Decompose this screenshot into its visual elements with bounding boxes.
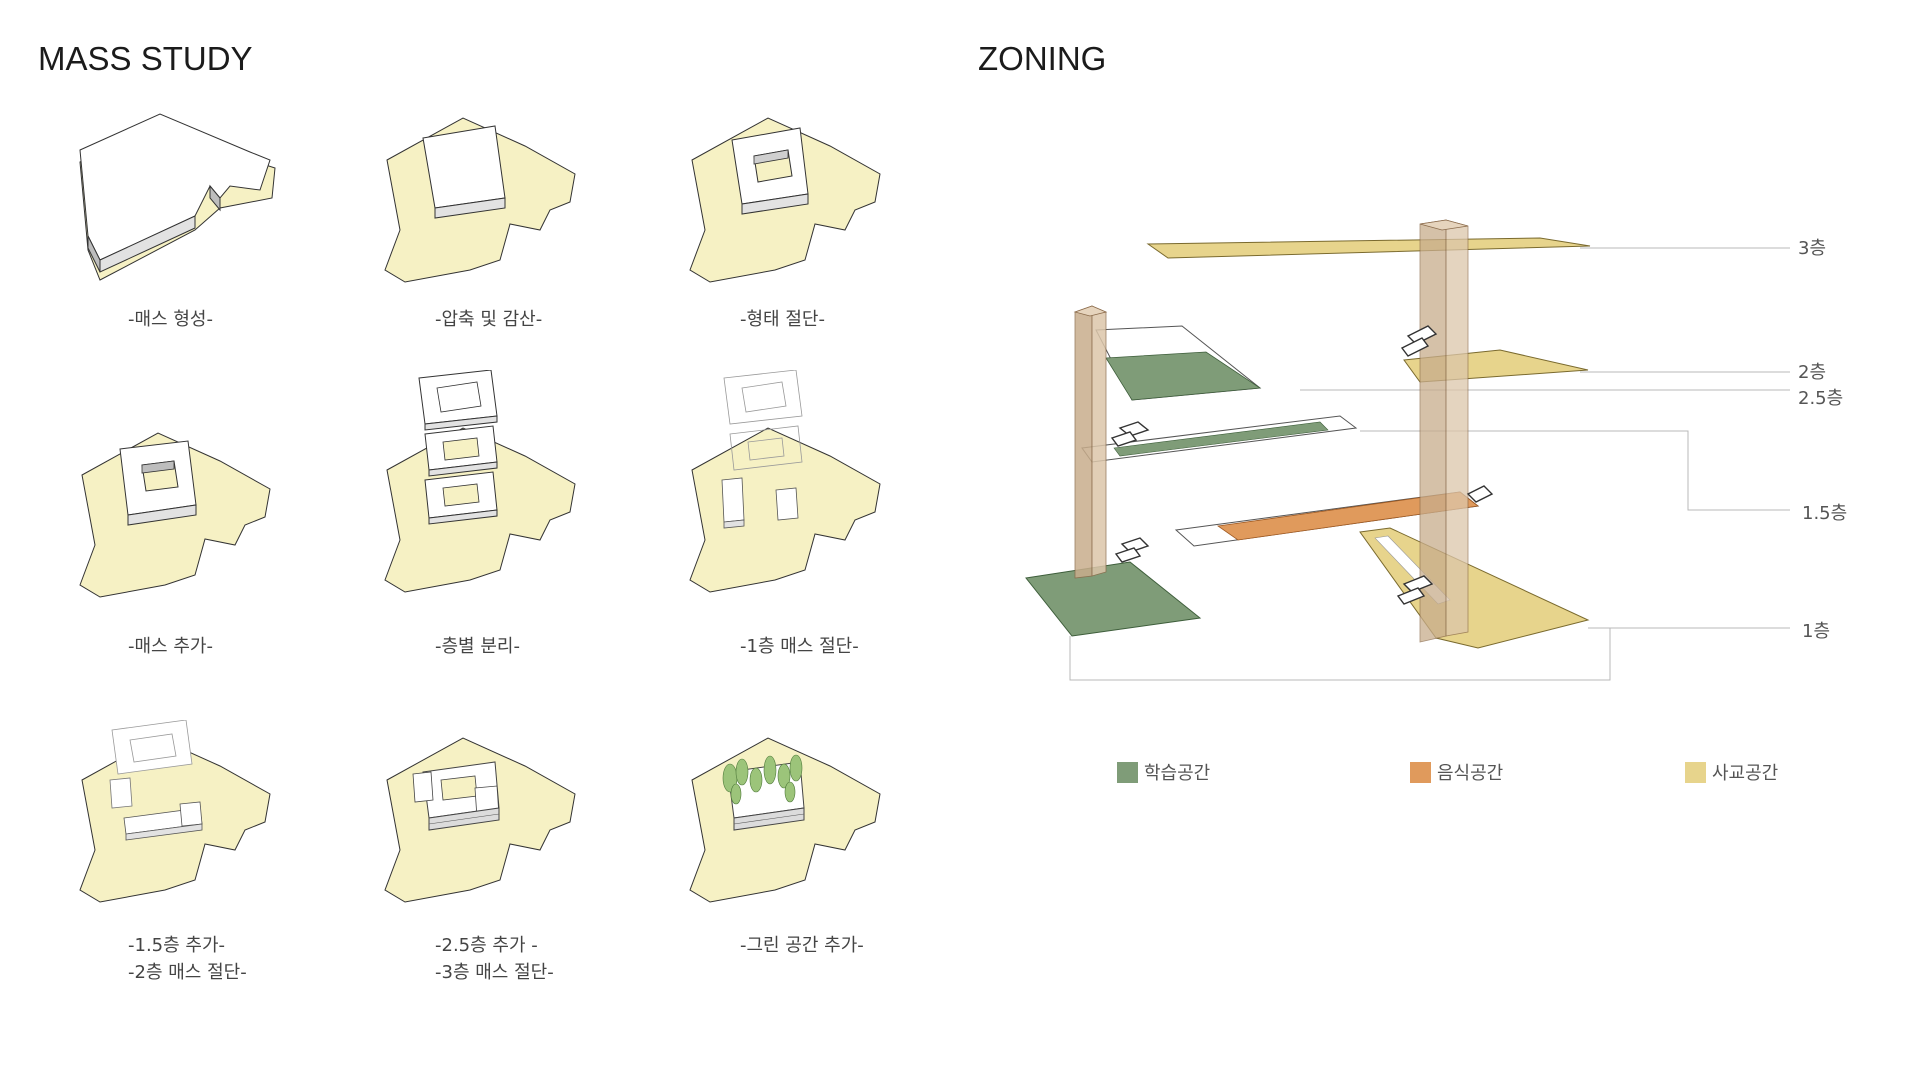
mass-step-2-caption: -압축 및 감산- bbox=[435, 309, 543, 330]
legend-swatch-learning bbox=[1117, 761, 1138, 783]
legend-label-food: 음식공간 bbox=[1437, 763, 1504, 784]
mass-study-title: MASS STUDY bbox=[38, 40, 253, 77]
mass-step-8: -2.5층 추가 - -3층 매스 절단- bbox=[375, 720, 675, 1020]
mass-step-2: -압축 및 감산- bbox=[375, 110, 675, 410]
mass-step-9: -그린 공간 추가- bbox=[680, 720, 980, 1020]
floor-1-5-food-zone bbox=[1216, 491, 1479, 541]
floor-label-2f: 2층 bbox=[1798, 362, 1827, 383]
mass-step-5-caption: -층별 분리- bbox=[435, 636, 520, 657]
mass-step-4: -매스 추가- bbox=[70, 425, 370, 725]
mass-step-4-drawing bbox=[79, 432, 271, 598]
mass-step-8-drawing bbox=[384, 737, 576, 903]
floor-label-1-5f: 1.5층 bbox=[1802, 503, 1848, 524]
leader-lines bbox=[1069, 247, 1790, 681]
floor-label-3f: 3층 bbox=[1798, 238, 1827, 259]
stair-icons bbox=[1110, 325, 1494, 605]
legend-swatch-food bbox=[1410, 761, 1431, 783]
zoning-title: ZONING bbox=[978, 40, 1107, 77]
mass-step-9-caption: -그린 공간 추가- bbox=[740, 935, 864, 956]
floor-2-learning-zone bbox=[1113, 421, 1329, 457]
mass-step-8-caption: -2.5층 추가 - -3층 매스 절단- bbox=[435, 935, 554, 983]
legend-swatch-social bbox=[1685, 761, 1706, 783]
mass-step-6-drawing bbox=[689, 370, 881, 593]
mass-step-1-caption: -매스 형성- bbox=[128, 309, 213, 330]
mass-step-3: -형태 절단- bbox=[680, 110, 980, 410]
greenery-icon bbox=[722, 754, 803, 805]
mass-step-4-caption: -매스 추가- bbox=[128, 636, 213, 657]
mass-step-5-drawing bbox=[384, 370, 576, 593]
mass-step-2-drawing bbox=[384, 117, 576, 283]
floor-label-1f: 1층 bbox=[1802, 621, 1831, 642]
mass-step-6: -1층 매스 절단- bbox=[680, 370, 980, 670]
mass-step-7-drawing bbox=[79, 720, 271, 903]
floor-label-2-5f: 2.5층 bbox=[1798, 388, 1844, 409]
legend-label-learning: 학습공간 bbox=[1144, 763, 1211, 784]
legend-learning: 학습공간 bbox=[1117, 760, 1210, 784]
mass-step-3-caption: -형태 절단- bbox=[740, 309, 825, 330]
floor-3-social-zone bbox=[1146, 237, 1591, 259]
mass-step-3-drawing bbox=[689, 117, 881, 283]
left-core-column bbox=[1073, 305, 1108, 579]
right-core-column bbox=[1419, 219, 1469, 643]
mass-step-5: -층별 분리- bbox=[375, 370, 675, 670]
mass-step-7: -1.5층 추가- -2층 매스 절단- bbox=[70, 720, 370, 1020]
mass-step-7-caption: -1.5층 추가- -2층 매스 절단- bbox=[128, 935, 247, 983]
legend-label-social: 사교공간 bbox=[1712, 763, 1779, 784]
mass-step-9-drawing bbox=[689, 737, 881, 903]
mass-step-1-drawing bbox=[79, 113, 276, 281]
zoning-axonometric-diagram bbox=[1025, 219, 1790, 681]
mass-step-6-caption: -1층 매스 절단- bbox=[740, 636, 859, 657]
legend-food: 음식공간 bbox=[1410, 760, 1503, 784]
floor-2-5-learning-zone bbox=[1105, 351, 1262, 401]
legend-social: 사교공간 bbox=[1685, 760, 1778, 784]
floor-1-learning-zone bbox=[1025, 561, 1202, 637]
mass-step-1: -매스 형성- bbox=[70, 110, 370, 410]
